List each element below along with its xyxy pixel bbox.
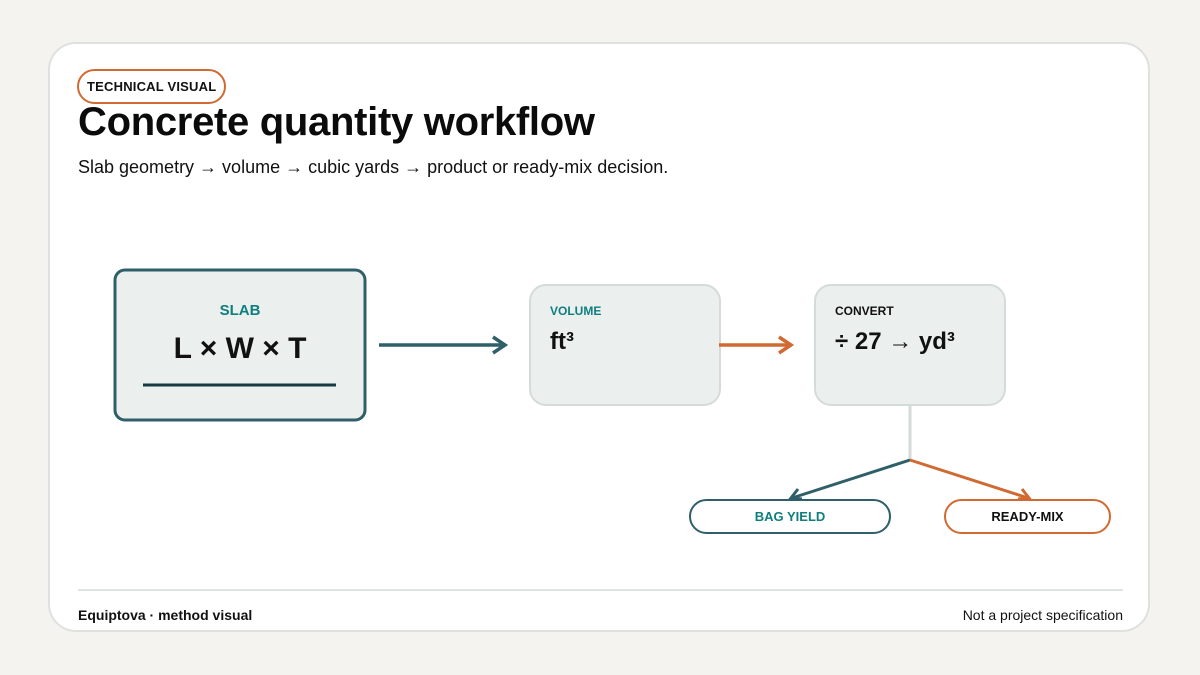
volume-label: VOLUME	[550, 304, 602, 318]
footer-divider	[78, 589, 1123, 591]
volume-value: ft³	[550, 328, 574, 355]
bag-yield-pill: BAG YIELD	[689, 499, 891, 534]
footer-brand: Equiptova · method visual	[78, 607, 253, 623]
slab-label: SLAB	[219, 302, 261, 319]
branch-to-ready-mix-head	[1017, 488, 1032, 501]
page-title: Concrete quantity workflow	[78, 100, 595, 144]
ready-mix-pill: READY-MIX	[944, 499, 1111, 534]
branch-to-ready-mix	[909, 458, 1029, 500]
arrow-volume-to-convert-head	[778, 335, 795, 355]
footer-disclaimer: Not a project specification	[962, 607, 1123, 623]
page-subtitle: Slab geometry → volume → cubic yards → p…	[78, 157, 669, 177]
convert-value: ÷ 27 → yd³	[835, 328, 955, 355]
branch-to-bag-yield	[791, 458, 911, 500]
slab-box	[113, 268, 367, 422]
convert-label: CONVERT	[835, 304, 894, 318]
category-tag: TECHNICAL VISUAL	[77, 69, 227, 104]
slab-formula: L × W × T	[173, 332, 307, 365]
arrow-slab-to-volume-head	[492, 335, 509, 355]
branch-to-bag-yield-head	[788, 488, 803, 501]
